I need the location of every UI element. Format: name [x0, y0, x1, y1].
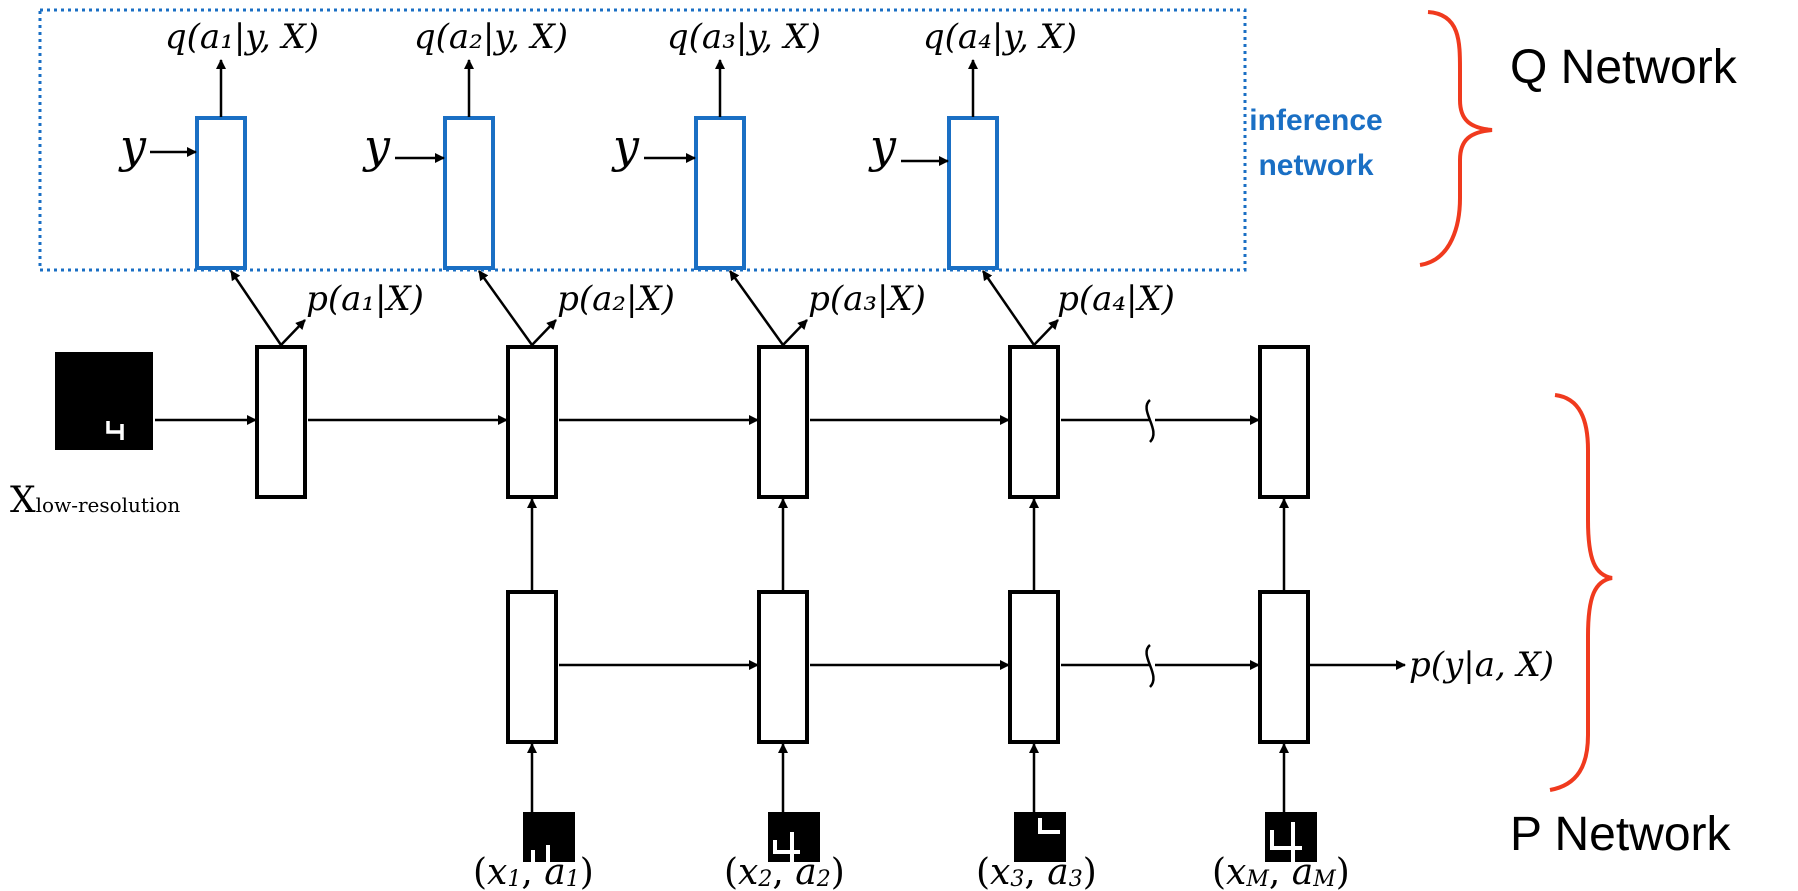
rnn-cell-lower-3: [1008, 590, 1060, 744]
q-output-4: q(a₄|y, X): [923, 17, 1077, 117]
glimpse-label-1: (x1, a1): [473, 852, 594, 891]
q-output-3: q(a₃|y, X): [667, 17, 821, 117]
svg-text:y: y: [868, 119, 897, 173]
inference-label-line1: inference: [1249, 104, 1382, 137]
svg-text:p(a₄|X): p(a₄|X): [1057, 279, 1175, 319]
y-input-1: y: [118, 119, 197, 173]
glimpse-label-4: (xM, aM): [1212, 852, 1350, 891]
q-output-1: q(a₁|y, X): [165, 17, 319, 117]
svg-text:q(a₃|y, X): q(a₃|y, X): [667, 17, 821, 57]
glimpse-label-2: (x2, a2): [724, 852, 845, 891]
glimpse-image-2: [768, 812, 820, 862]
rnn-cell-lower-2: [757, 590, 809, 744]
q-network-brace: [1419, 10, 1493, 267]
rnn-cell-upper-1: [506, 345, 558, 499]
q-cell-1: [195, 116, 247, 270]
glimpse-image-1: [523, 812, 575, 862]
rnn-cell-upper-4: [1258, 345, 1310, 499]
q-cell-4: [947, 116, 999, 270]
rnn-cell-lower-4: [1258, 590, 1310, 744]
y-input-2: y: [362, 119, 445, 173]
rnn-cell-lower-1: [506, 590, 558, 744]
svg-text:q(a₂|y, X): q(a₂|y, X): [414, 17, 568, 57]
policy-branch-3: p(a₃|X): [728, 270, 926, 346]
upper-arrow-4-break: [1061, 399, 1260, 443]
svg-text:p(a₂|X): p(a₂|X): [557, 279, 675, 319]
q-cell-3: [694, 116, 746, 270]
glimpse-image-4: [1265, 812, 1317, 862]
svg-text:y: y: [118, 119, 147, 173]
svg-text:y: y: [362, 119, 391, 173]
p-network-brace: [1549, 393, 1613, 792]
low-res-image: [55, 352, 153, 450]
rnn-cell-upper-0: [255, 345, 307, 499]
rnn-cell-upper-2: [757, 345, 809, 499]
y-input-3: y: [611, 119, 696, 173]
rnn-cell-upper-3: [1008, 345, 1060, 499]
policy-branch-1: p(a₁|X): [229, 270, 424, 346]
q-output-2: q(a₂|y, X): [414, 17, 568, 117]
final-output-label: p(y|a, X): [1409, 645, 1554, 685]
q-cell-2: [443, 116, 495, 270]
svg-text:p(a₁|X): p(a₁|X): [306, 279, 424, 319]
p-network-label: P Network: [1510, 808, 1732, 861]
lower-arrow-3-break: [1061, 644, 1260, 688]
svg-text:q(a₁|y, X): q(a₁|y, X): [165, 17, 319, 57]
svg-text:y: y: [611, 119, 640, 173]
policy-branch-2: p(a₂|X): [477, 270, 675, 346]
low-res-label: Xlow-resolution: [10, 480, 180, 521]
inference-network-region: [38, 8, 1247, 272]
inference-label-line2: network: [1258, 149, 1373, 182]
svg-text:p(a₃|X): p(a₃|X): [808, 279, 926, 319]
svg-text:q(a₄|y, X): q(a₄|y, X): [923, 17, 1077, 57]
policy-branch-4: p(a₄|X): [981, 270, 1175, 346]
glimpse-image-3: [1014, 812, 1066, 862]
q-network-label: Q Network: [1510, 41, 1738, 94]
glimpse-label-3: (x3, a3): [976, 852, 1097, 891]
y-input-4: y: [868, 119, 949, 173]
